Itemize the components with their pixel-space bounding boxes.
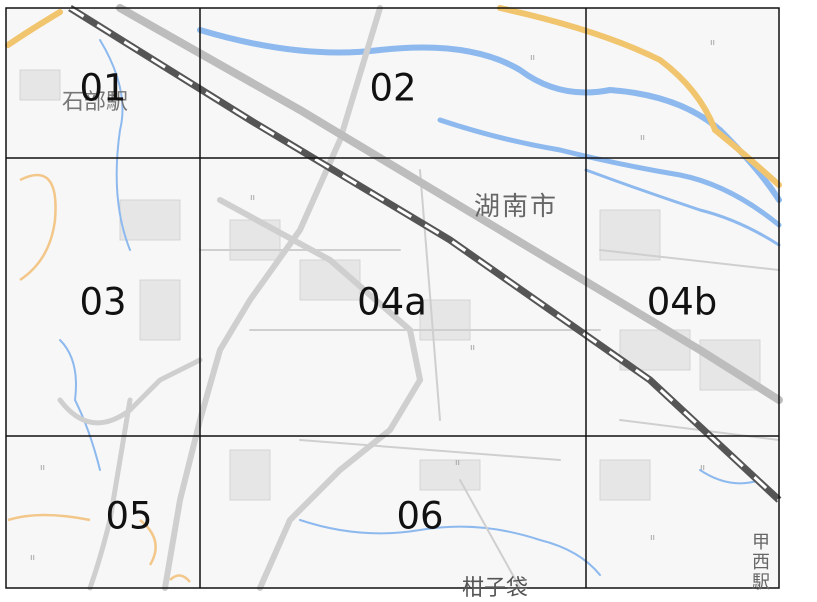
- cell-label-04a: 04a: [357, 280, 427, 324]
- map-label-station-top-left: 石部駅: [62, 90, 129, 115]
- railway: [68, 5, 782, 503]
- svg-text:ıı: ıı: [30, 553, 35, 563]
- expressway: [116, 4, 783, 404]
- map-label-station-right-1: 甲: [752, 532, 770, 553]
- cell-label-02: 02: [369, 66, 417, 110]
- rivers: [59, 27, 782, 576]
- major-road: [5, 5, 782, 188]
- map-label-station-right-2: 西: [752, 552, 770, 573]
- svg-text:ıı: ıı: [530, 53, 535, 63]
- cell-label-06: 06: [396, 494, 444, 538]
- svg-text:ıı: ıı: [700, 463, 705, 473]
- svg-text:ıı: ıı: [650, 533, 655, 543]
- svg-text:ıı: ıı: [710, 38, 715, 48]
- cell-label-03: 03: [79, 280, 127, 324]
- map-label-city: 湖南市: [474, 192, 559, 222]
- svg-text:ıı: ıı: [40, 463, 45, 473]
- cell-label-01: 01: [79, 66, 127, 110]
- svg-text:ıı: ıı: [250, 193, 255, 203]
- contour-lines: [7, 173, 191, 583]
- map-label-bottom-place: 柑子袋: [462, 576, 529, 601]
- cell-label-05: 05: [105, 494, 153, 538]
- map-symbols: ıı ıı ıı ıı ıı ıı ıı ıı ıı ıı: [30, 38, 715, 563]
- grid-lines: [5, 7, 780, 589]
- map-label-station-right-3: 駅: [752, 572, 770, 593]
- svg-text:ıı: ıı: [640, 133, 645, 143]
- cell-label-04b: 04b: [646, 280, 718, 324]
- svg-text:ıı: ıı: [470, 343, 475, 353]
- svg-text:ıı: ıı: [455, 458, 460, 468]
